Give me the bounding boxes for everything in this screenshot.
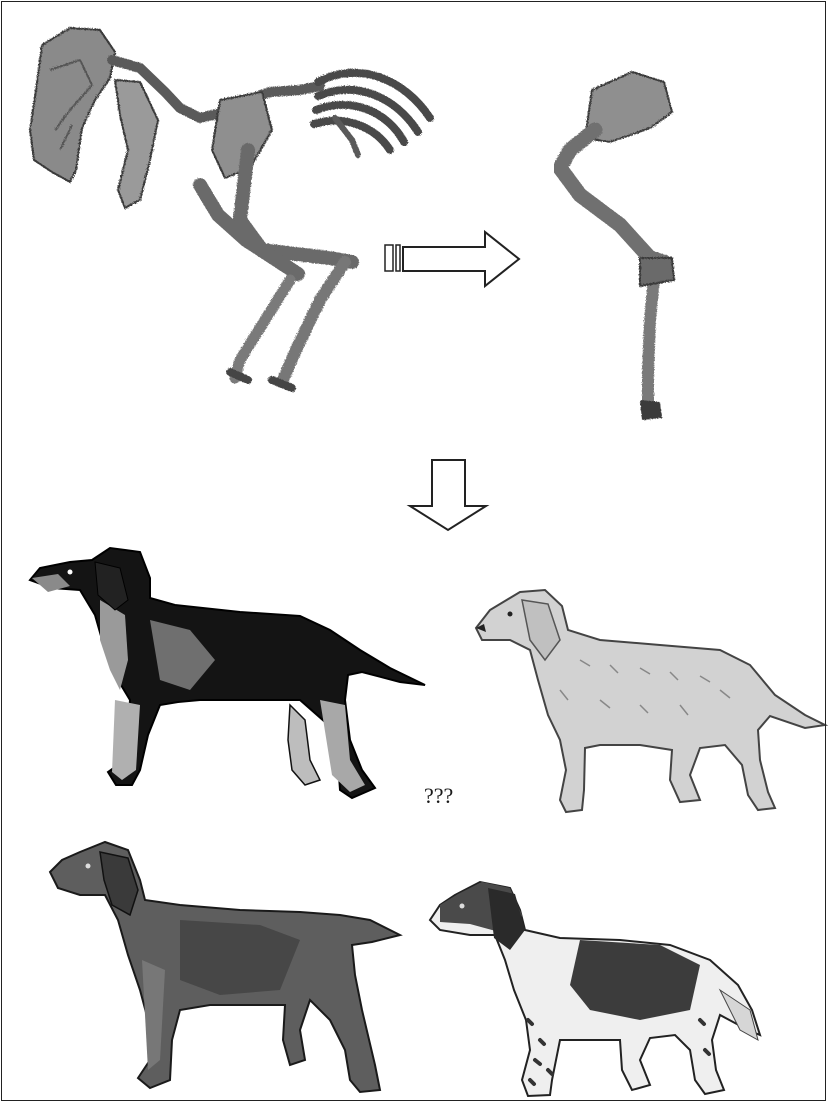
isolated-humerus	[560, 130, 664, 262]
dog3-eye	[86, 864, 91, 869]
dog-black-and-tan-hound	[30, 548, 425, 798]
dog2-eye	[508, 612, 513, 617]
question-marks: ???	[424, 783, 453, 809]
dog1-eye	[68, 570, 73, 575]
hindlimb-lower	[235, 280, 290, 378]
isolated-radius	[648, 268, 655, 405]
skeleton-full	[30, 28, 430, 388]
skull-fragment	[30, 28, 115, 182]
ribcage	[314, 73, 430, 150]
dog1-tan-leg-rear	[320, 700, 365, 792]
skeleton-isolated-limb	[560, 72, 674, 420]
dog1-hind-leg-2	[288, 705, 320, 785]
dog4-eye	[460, 904, 465, 909]
dog1-tan-leg-front	[112, 700, 140, 780]
dog-dark-spaniel	[50, 842, 400, 1092]
pelvis	[115, 80, 158, 208]
dog-piebald-spaniel	[430, 882, 760, 1096]
isolated-paw	[640, 400, 662, 420]
dog-light-wirehaired	[476, 590, 825, 812]
isolated-elbow	[640, 258, 674, 286]
dog1-body	[30, 548, 425, 798]
arrow-right-icon	[385, 232, 519, 286]
arrow-down-icon	[410, 460, 486, 530]
